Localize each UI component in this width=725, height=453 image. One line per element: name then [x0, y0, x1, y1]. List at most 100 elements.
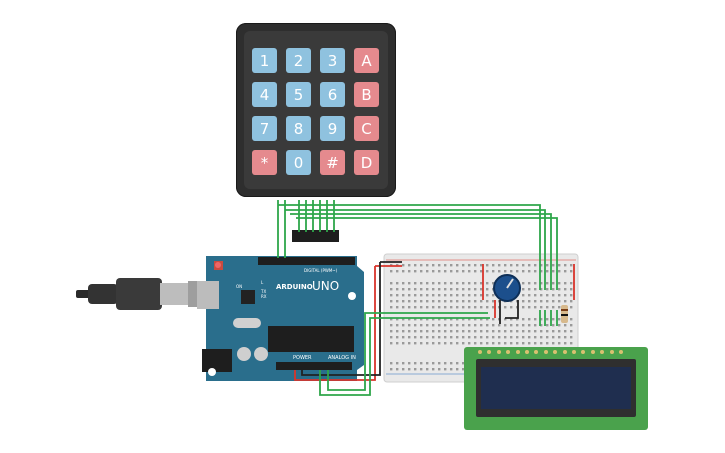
- breadboard-hole: [414, 264, 417, 267]
- breadboard-hole: [390, 300, 393, 303]
- breadboard-hole: [408, 336, 411, 339]
- breadboard-hole: [462, 368, 465, 371]
- resistor[interactable]: [561, 305, 568, 323]
- breadboard-hole: [522, 288, 525, 291]
- breadboard-hole: [570, 324, 573, 327]
- breadboard-hole: [402, 294, 405, 297]
- lcd-pin: [515, 350, 520, 354]
- breadboard-hole: [432, 368, 435, 371]
- breadboard-hole: [390, 336, 393, 339]
- breadboard-hole: [438, 336, 441, 339]
- breadboard-hole: [540, 294, 543, 297]
- breadboard-hole: [534, 288, 537, 291]
- breadboard-hole: [390, 306, 393, 309]
- lcd-16x2[interactable]: [464, 347, 648, 430]
- breadboard-hole: [498, 270, 501, 273]
- key-0[interactable]: 0: [286, 150, 311, 175]
- breadboard-hole: [438, 282, 441, 285]
- breadboard-hole: [426, 324, 429, 327]
- breadboard-hole: [420, 294, 423, 297]
- breadboard-hole: [390, 318, 393, 321]
- breadboard-hole: [408, 294, 411, 297]
- key-7[interactable]: 7: [252, 116, 277, 141]
- breadboard-hole: [444, 318, 447, 321]
- breadboard-hole: [420, 300, 423, 303]
- breadboard-hole: [408, 362, 411, 365]
- breadboard-hole: [516, 324, 519, 327]
- keypad-4x4[interactable]: 1 2 3 A 4 5 6 B 7 8 9 C * 0 # D: [236, 23, 396, 197]
- breadboard-hole: [402, 270, 405, 273]
- breadboard-hole: [444, 264, 447, 267]
- breadboard-hole: [486, 264, 489, 267]
- breadboard-hole: [408, 368, 411, 371]
- breadboard-hole: [504, 264, 507, 267]
- breadboard-hole: [468, 288, 471, 291]
- breadboard-hole: [486, 330, 489, 333]
- breadboard-hole: [438, 264, 441, 267]
- breadboard-hole: [414, 306, 417, 309]
- key-8[interactable]: 8: [286, 116, 311, 141]
- breadboard-hole: [564, 270, 567, 273]
- breadboard-hole: [558, 288, 561, 291]
- breadboard-hole: [522, 300, 525, 303]
- breadboard-hole: [456, 362, 459, 365]
- breadboard-hole: [444, 288, 447, 291]
- breadboard-hole: [444, 362, 447, 365]
- breadboard-hole: [480, 294, 483, 297]
- breadboard-hole: [438, 324, 441, 327]
- tx-label: TX: [261, 289, 267, 294]
- breadboard-hole: [492, 300, 495, 303]
- key-b[interactable]: B: [354, 82, 379, 107]
- key-2[interactable]: 2: [286, 48, 311, 73]
- breadboard-hole: [510, 270, 513, 273]
- lcd-pin: [609, 350, 614, 354]
- potentiometer[interactable]: [493, 274, 521, 302]
- breadboard-hole: [426, 306, 429, 309]
- breadboard-hole: [558, 270, 561, 273]
- breadboard-hole: [450, 318, 453, 321]
- breadboard-hole: [426, 362, 429, 365]
- breadboard-hole: [426, 270, 429, 273]
- breadboard-hole: [516, 318, 519, 321]
- key-hash[interactable]: #: [320, 150, 345, 175]
- breadboard-hole: [432, 318, 435, 321]
- breadboard-hole: [462, 300, 465, 303]
- key-star[interactable]: *: [252, 150, 277, 175]
- breadboard-hole: [516, 336, 519, 339]
- breadboard-hole: [486, 288, 489, 291]
- breadboard-hole: [396, 294, 399, 297]
- breadboard-hole: [498, 330, 501, 333]
- key-d[interactable]: D: [354, 150, 379, 175]
- breadboard-hole: [486, 270, 489, 273]
- breadboard-hole: [402, 306, 405, 309]
- breadboard-hole: [408, 270, 411, 273]
- digital-header: [258, 257, 355, 265]
- key-4[interactable]: 4: [252, 82, 277, 107]
- key-6[interactable]: 6: [320, 82, 345, 107]
- breadboard-hole: [558, 318, 561, 321]
- breadboard-hole: [534, 336, 537, 339]
- breadboard-hole: [396, 300, 399, 303]
- breadboard-hole: [558, 330, 561, 333]
- usb-cable[interactable]: [76, 278, 218, 310]
- breadboard-hole: [414, 342, 417, 345]
- breadboard-hole: [408, 282, 411, 285]
- key-c[interactable]: C: [354, 116, 379, 141]
- key-5[interactable]: 5: [286, 82, 311, 107]
- breadboard-hole: [432, 300, 435, 303]
- key-1[interactable]: 1: [252, 48, 277, 73]
- breadboard-hole: [456, 264, 459, 267]
- key-a[interactable]: A: [354, 48, 379, 73]
- key-9[interactable]: 9: [320, 116, 345, 141]
- breadboard-hole: [462, 282, 465, 285]
- lcd-pin: [581, 350, 586, 354]
- breadboard-hole: [456, 318, 459, 321]
- breadboard-hole: [444, 282, 447, 285]
- breadboard-hole: [540, 282, 543, 285]
- key-3[interactable]: 3: [320, 48, 345, 73]
- breadboard-hole: [546, 294, 549, 297]
- breadboard-hole: [462, 318, 465, 321]
- arduino-uno-board[interactable]: [197, 256, 364, 381]
- breadboard-hole: [432, 336, 435, 339]
- breadboard-hole: [546, 318, 549, 321]
